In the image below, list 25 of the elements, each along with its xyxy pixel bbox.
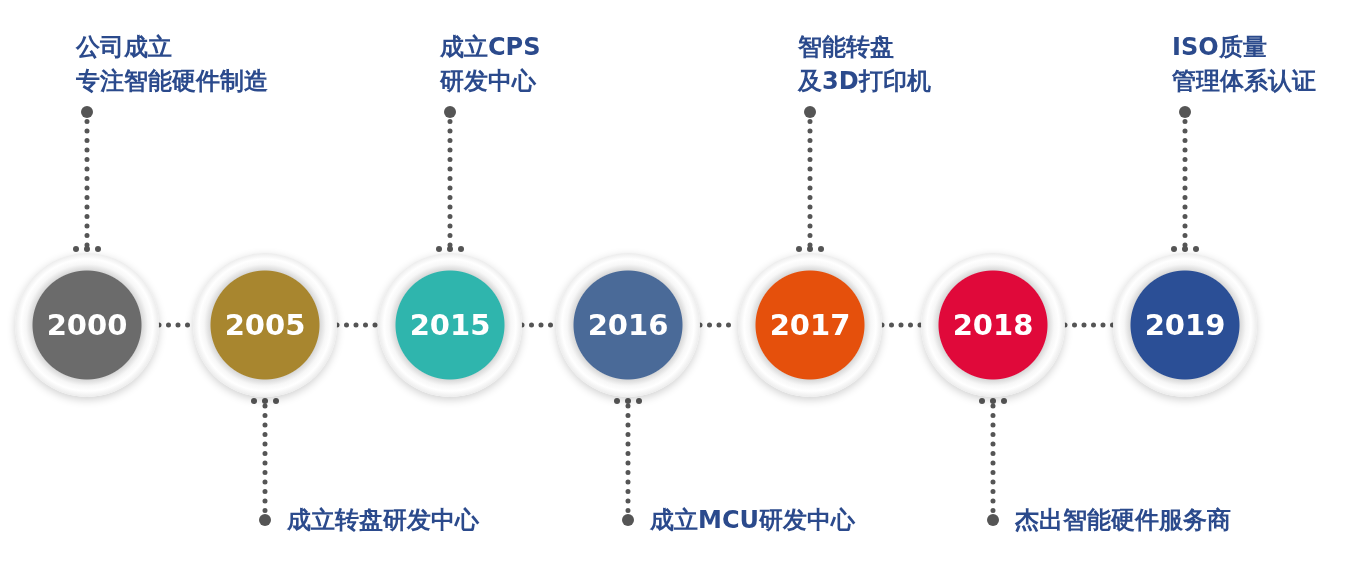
milestone-text: 杰出智能硬件服务商 [1015, 505, 1231, 536]
milestone-text: 成立转盘研发中心 [287, 505, 479, 536]
year-circle: 2018 [921, 253, 1065, 397]
leader-line [251, 398, 279, 526]
milestone-text: 智能转盘 [798, 32, 895, 63]
year-circle: 2017 [738, 253, 882, 397]
milestone-text: 成立MCU研发中心 [650, 505, 855, 536]
leader-line [979, 398, 1007, 526]
milestone-text: 成立CPS [440, 32, 541, 63]
milestone-text: 专注智能硬件制造 [76, 66, 268, 97]
year-circle: 2000 [15, 253, 159, 397]
leader-line [436, 106, 464, 252]
year-circle: 2005 [193, 253, 337, 397]
leader-line [614, 398, 642, 526]
year-circle: 2016 [556, 253, 700, 397]
leader-line [796, 106, 824, 252]
year-circle: 2019 [1113, 253, 1257, 397]
milestone-text: ISO质量 [1172, 32, 1268, 63]
milestone-text: 研发中心 [440, 66, 537, 97]
leader-line [73, 106, 101, 252]
milestone-text: 及3D打印机 [798, 66, 931, 97]
milestone-text: 管理体系认证 [1172, 66, 1316, 97]
milestone-text: 公司成立 [76, 32, 173, 63]
year-circle: 2015 [378, 253, 522, 397]
leader-line [1171, 106, 1199, 252]
